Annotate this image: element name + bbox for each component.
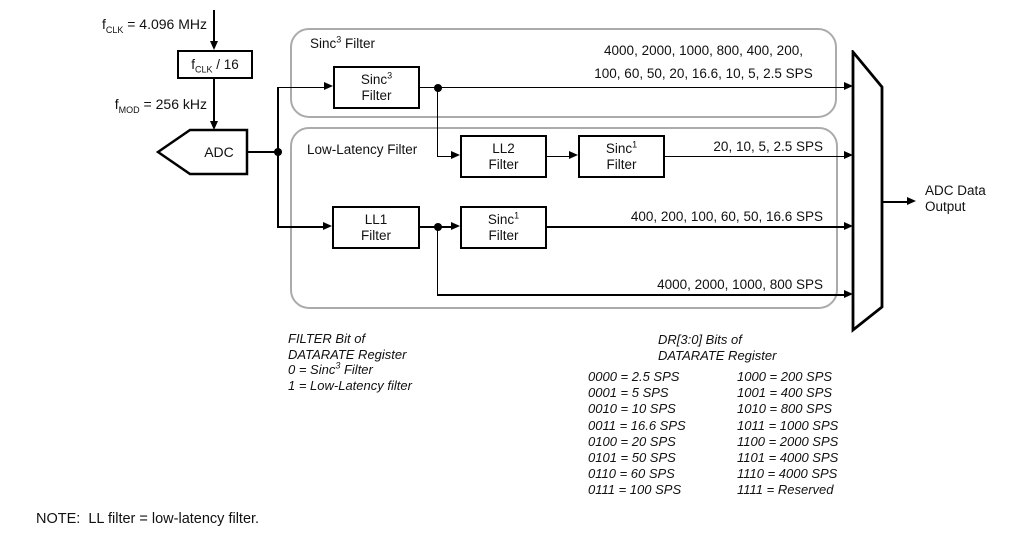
mux-output-line — [882, 201, 908, 203]
sinc3-input-line — [278, 86, 324, 89]
ll2-to-sinc1-line — [547, 155, 569, 158]
filter-bit-annotation: FILTER Bit of DATARATE Register 0 = Sinc… — [288, 331, 412, 394]
clock-divider-label: fCLK / 16 — [191, 56, 239, 75]
arrowhead-right-icon — [843, 289, 853, 298]
arrowhead-down-icon — [209, 120, 218, 130]
fmod-frequency-label: fMOD = 256 kHz — [114, 96, 207, 115]
ll2-input-line — [437, 155, 451, 158]
dr-bits-right-column: 1000 = 200 SPS 1001 = 400 SPS 1010 = 800… — [737, 369, 839, 498]
arrowhead-right-icon — [843, 82, 853, 91]
sinc1-upper-line1: Sinc1 — [605, 139, 638, 156]
sinc3-group-label: Sinc3 Filter — [310, 34, 376, 51]
sinc1-lower-output-line — [547, 226, 844, 228]
output-mux-shape — [851, 50, 884, 333]
adc-label: ADC — [204, 144, 234, 160]
low-latency-filter-group — [290, 127, 838, 309]
arrowhead-right-icon — [843, 221, 853, 230]
dr-bits-title: DR[3:0] Bits of DATARATE Register — [658, 332, 777, 363]
sinc3-block-line1: Sinc3 — [360, 70, 393, 87]
arrowhead-right-icon — [450, 151, 460, 160]
fmod-line — [213, 79, 215, 122]
ll1-datarates-label: 400, 200, 100, 60, 50, 16.6 SPS — [630, 209, 823, 224]
sinc1-lower-line1: Sinc1 — [487, 210, 520, 227]
sinc3-block-line2: Filter — [361, 87, 392, 103]
bypass-output-line — [437, 294, 844, 296]
sinc1-upper-output-line — [665, 155, 844, 158]
sinc1-lower-filter-block: Sinc1 Filter — [460, 206, 547, 249]
adc-data-output-label: ADC Data Output — [925, 183, 986, 214]
filter-bit-option0: 0 = Sinc3 Filter — [288, 361, 373, 378]
arrowhead-right-icon — [906, 196, 916, 205]
sinc3-output-line — [420, 86, 844, 89]
sinc3-filter-group — [290, 28, 837, 118]
sinc3-datarates-label: 4000, 2000, 1000, 800, 400, 200, 100, 60… — [594, 43, 813, 81]
ll2-datarates-label: 20, 10, 5, 2.5 SPS — [713, 139, 823, 154]
note-text: NOTE: LL filter = low-latency filter. — [36, 511, 260, 527]
sinc3-to-ll2-line — [436, 87, 439, 157]
fclk-frequency-label: fCLK = 4.096 MHz — [101, 16, 207, 35]
ll1-input-line — [278, 226, 324, 228]
arrowhead-right-icon — [568, 151, 578, 160]
sinc1-upper-filter-block: Sinc1 Filter — [578, 135, 665, 178]
clock-divider-block: fCLK / 16 — [177, 50, 253, 79]
ll2-filter-block: LL2 Filter — [460, 135, 547, 178]
ll1-to-bypass-line — [436, 227, 439, 296]
adc-output-line — [246, 151, 278, 153]
arrowhead-right-icon — [843, 151, 853, 160]
arrowhead-right-icon — [322, 221, 332, 230]
bypass-datarates-label: 4000, 2000, 1000, 800 SPS — [657, 277, 823, 292]
arrowhead-down-icon — [209, 40, 218, 50]
ll1-filter-block: LL1 Filter — [332, 206, 420, 249]
dr-bits-left-column: 0000 = 2.5 SPS 0001 = 5 SPS 0010 = 10 SP… — [588, 369, 686, 498]
branch-line — [277, 87, 279, 228]
sinc3-filter-block: Sinc3 Filter — [333, 66, 420, 109]
arrowhead-right-icon — [450, 221, 460, 230]
arrowhead-right-icon — [323, 82, 333, 91]
clock-input-line — [213, 10, 215, 42]
low-latency-group-label: Low-Latency Filter — [307, 142, 418, 157]
